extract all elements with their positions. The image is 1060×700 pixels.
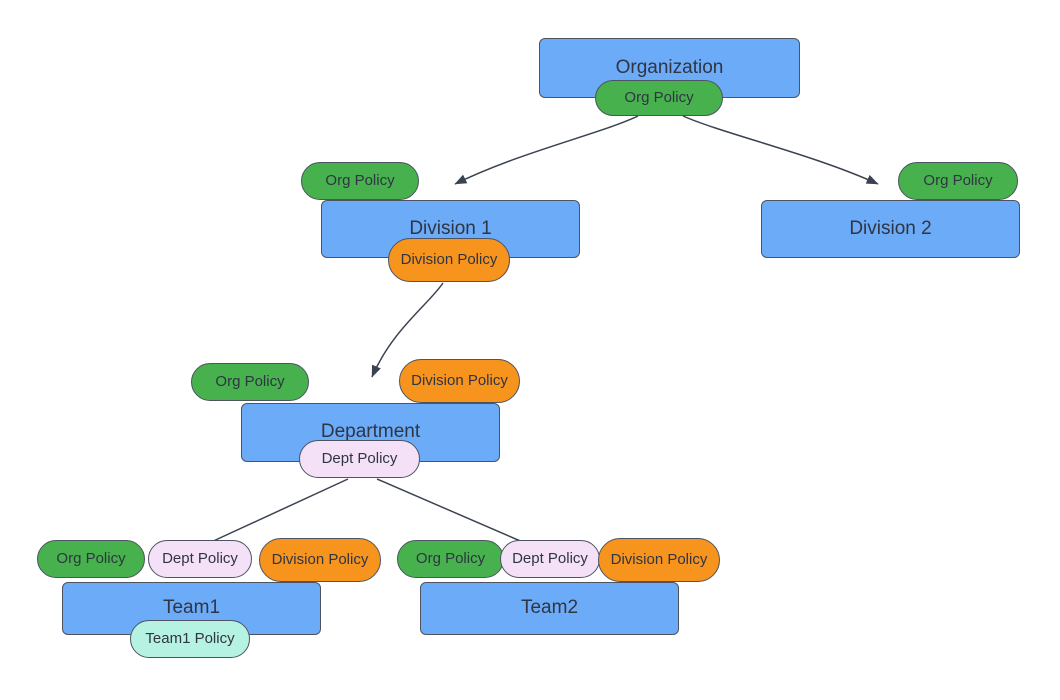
policy-badge-team2-dept-policy[interactable]: Dept Policy — [500, 540, 600, 578]
policy-badge-dept-dept-policy[interactable]: Dept Policy — [299, 440, 420, 478]
edge-organization-to-division-1 — [454, 115, 639, 185]
node-team2[interactable]: Team2 — [420, 582, 679, 635]
policy-badge-team1-org-policy[interactable]: Org Policy — [37, 540, 145, 578]
node-label-organization: Organization — [615, 56, 724, 78]
policy-badge-div1-org-policy[interactable]: Org Policy — [301, 162, 419, 200]
node-label-division-1: Division 1 — [409, 217, 492, 239]
policy-badge-dept-division-policy[interactable]: Division Policy — [399, 359, 520, 403]
policy-badge-team1-division-policy[interactable]: Division Policy — [259, 538, 381, 582]
policy-badge-team1-team-policy[interactable]: Team1 Policy — [130, 620, 250, 658]
node-label-division-2: Division 2 — [849, 217, 932, 239]
policy-badge-team2-division-policy[interactable]: Division Policy — [598, 538, 720, 582]
policy-badge-div1-division-policy[interactable]: Division Policy — [388, 238, 510, 282]
node-label-team1: Team1 — [162, 597, 221, 618]
edge-organization-to-division-2 — [682, 115, 879, 185]
policy-badge-team1-dept-policy[interactable]: Dept Policy — [148, 540, 252, 578]
edge-department-to-team2 — [376, 478, 526, 544]
node-division-2[interactable]: Division 2 — [761, 200, 1020, 258]
policy-badge-dept-org-policy[interactable]: Org Policy — [191, 363, 309, 401]
node-label-team2: Team2 — [520, 597, 579, 618]
policy-badge-team2-org-policy[interactable]: Org Policy — [397, 540, 504, 578]
policy-badge-div2-org-policy[interactable]: Org Policy — [898, 162, 1018, 200]
policy-badge-org-org-policy[interactable]: Org Policy — [595, 80, 723, 116]
edge-department-to-team1 — [208, 478, 349, 544]
